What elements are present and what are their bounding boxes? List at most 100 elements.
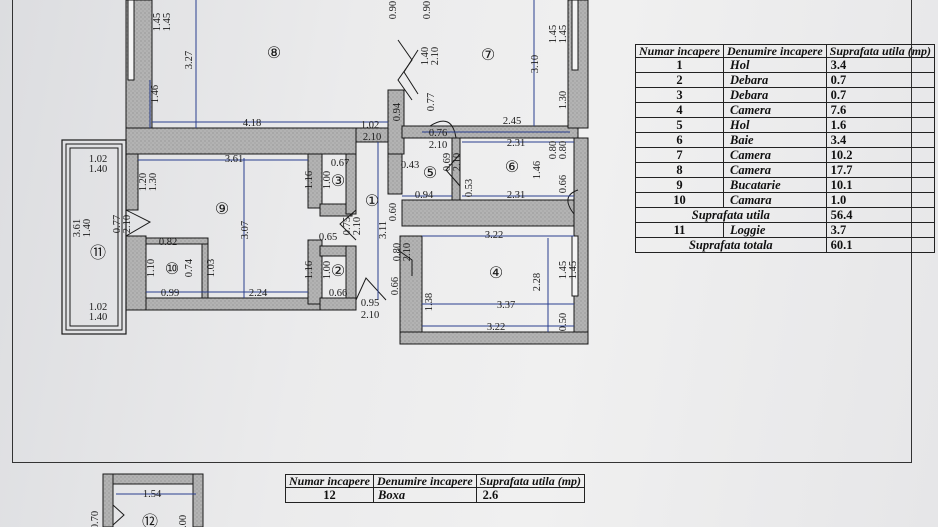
room-name: Camera	[723, 102, 827, 118]
room-number: 9	[635, 177, 724, 193]
dimension-label: 1.02	[89, 302, 107, 313]
dimension-label: 1.45	[568, 261, 579, 279]
dimension-label: 1.00	[322, 261, 333, 279]
door	[403, 49, 419, 95]
dimension-label: 3.22	[487, 322, 505, 333]
room-markers: ① ② ③ ④ ⑤ ⑥ ⑦ ⑧ ⑨ ⑩ ⑪ ⑫	[90, 45, 519, 527]
dimension-label: 2.10	[352, 217, 363, 235]
room-area: 7.6	[825, 102, 936, 118]
room-2-marker: ②	[331, 263, 345, 280]
door	[112, 504, 125, 526]
loggia-outline	[61, 139, 127, 335]
dimension-label: 2.10	[363, 132, 381, 143]
storage-area-table: Numar incapere Denumire incapere Suprafa…	[285, 474, 586, 503]
wall-segment	[307, 153, 323, 209]
dimension-label: 1.40	[89, 312, 107, 323]
dimension-label: 0.90	[388, 1, 399, 19]
dimension-label: 3.10	[530, 55, 541, 73]
dimension-label: 0.00	[178, 515, 189, 527]
dimension-label: 0.99	[161, 288, 179, 299]
door-swings	[125, 39, 579, 301]
dimension-label: 2.10	[122, 215, 133, 233]
column-header-name: Denumire incapere	[373, 474, 477, 488]
wall-segment	[125, 127, 357, 155]
wall-segment	[399, 331, 589, 345]
room-name: Debara	[723, 87, 827, 103]
dimension-label: 1.45	[152, 13, 163, 31]
room-name: Loggie	[723, 222, 827, 238]
dimension-label: 1.45	[558, 261, 569, 279]
subtotal-area: 56.4	[825, 207, 936, 223]
dimension-label: 2.10	[452, 153, 463, 171]
room-number: 8	[635, 162, 724, 178]
room-area: 0.7	[825, 87, 936, 103]
dimension-label: 0.66	[329, 288, 347, 299]
room-5-marker: ⑤	[423, 165, 437, 182]
room-11-marker: ⑪	[90, 244, 106, 262]
room-4-marker: ④	[489, 265, 503, 282]
dimension-label: 1.45	[548, 25, 559, 43]
dimension-label: 0.74	[184, 258, 195, 277]
wall-segment	[401, 199, 575, 227]
room-area: 3.4	[825, 57, 936, 73]
dimension-label: 0.82	[159, 237, 177, 248]
dimension-label: 0.77	[426, 93, 437, 111]
dimension-label: 0.50	[558, 313, 569, 331]
room-10-marker: ⑩	[165, 261, 179, 278]
dimension-label: 1.20	[138, 173, 149, 191]
door	[125, 209, 152, 237]
dimension-label: 0.76	[429, 128, 447, 139]
room-number: 12	[285, 487, 374, 503]
room-number: 4	[635, 102, 724, 118]
room-number: 7	[635, 147, 724, 163]
storage-box-outline	[102, 473, 204, 527]
door	[339, 209, 357, 241]
room-number: 11	[635, 222, 724, 238]
dimension-label: 0.94	[392, 102, 403, 121]
room-12-marker: ⑫	[142, 513, 158, 527]
dimension-label: 0.90	[422, 1, 433, 19]
room-name: Bucatarie	[723, 177, 827, 193]
dimension-label: 3.61	[225, 154, 243, 165]
column-header-number: Numar incapere	[635, 44, 724, 58]
column-header-area: Suprafata utila (mp)	[475, 474, 586, 488]
room-number: 10	[635, 192, 724, 208]
dimension-label: 0.67	[331, 158, 349, 169]
room-area: 0.7	[825, 72, 936, 88]
dimension-label: 2.10	[402, 243, 413, 261]
door	[445, 153, 461, 187]
column-header-name: Denumire incapere	[723, 44, 827, 58]
dimension-labels: 1.45 1.45 3.27 1.46 4.18 1.02 2.10 0.94 …	[72, 1, 579, 527]
room-name: Camara	[723, 192, 827, 208]
dimension-label: 1.40	[420, 47, 431, 65]
room-area: 10.2	[825, 147, 936, 163]
wall-segment	[201, 243, 209, 299]
total-label: Suprafata totala	[635, 237, 827, 253]
dimension-label: 0.66	[390, 277, 401, 295]
wall-segment	[307, 239, 323, 305]
room-area-table: Numar incapere Denumire incapere Suprafa…	[635, 44, 936, 253]
room-number: 2	[635, 72, 724, 88]
dimension-label: 1.10	[146, 259, 157, 277]
dimension-label: 1.40	[89, 164, 107, 175]
dimension-label: 3.61	[72, 219, 83, 237]
dimension-label: 1.45	[558, 25, 569, 43]
door	[429, 120, 457, 139]
dimension-label: 2.10	[361, 310, 379, 321]
wall-segment	[319, 297, 357, 311]
room-number: 1	[635, 57, 724, 73]
wall-segment	[125, 153, 139, 211]
door	[397, 249, 413, 276]
room-name: Baie	[723, 132, 827, 148]
dimension-label: 2.31	[507, 138, 525, 149]
